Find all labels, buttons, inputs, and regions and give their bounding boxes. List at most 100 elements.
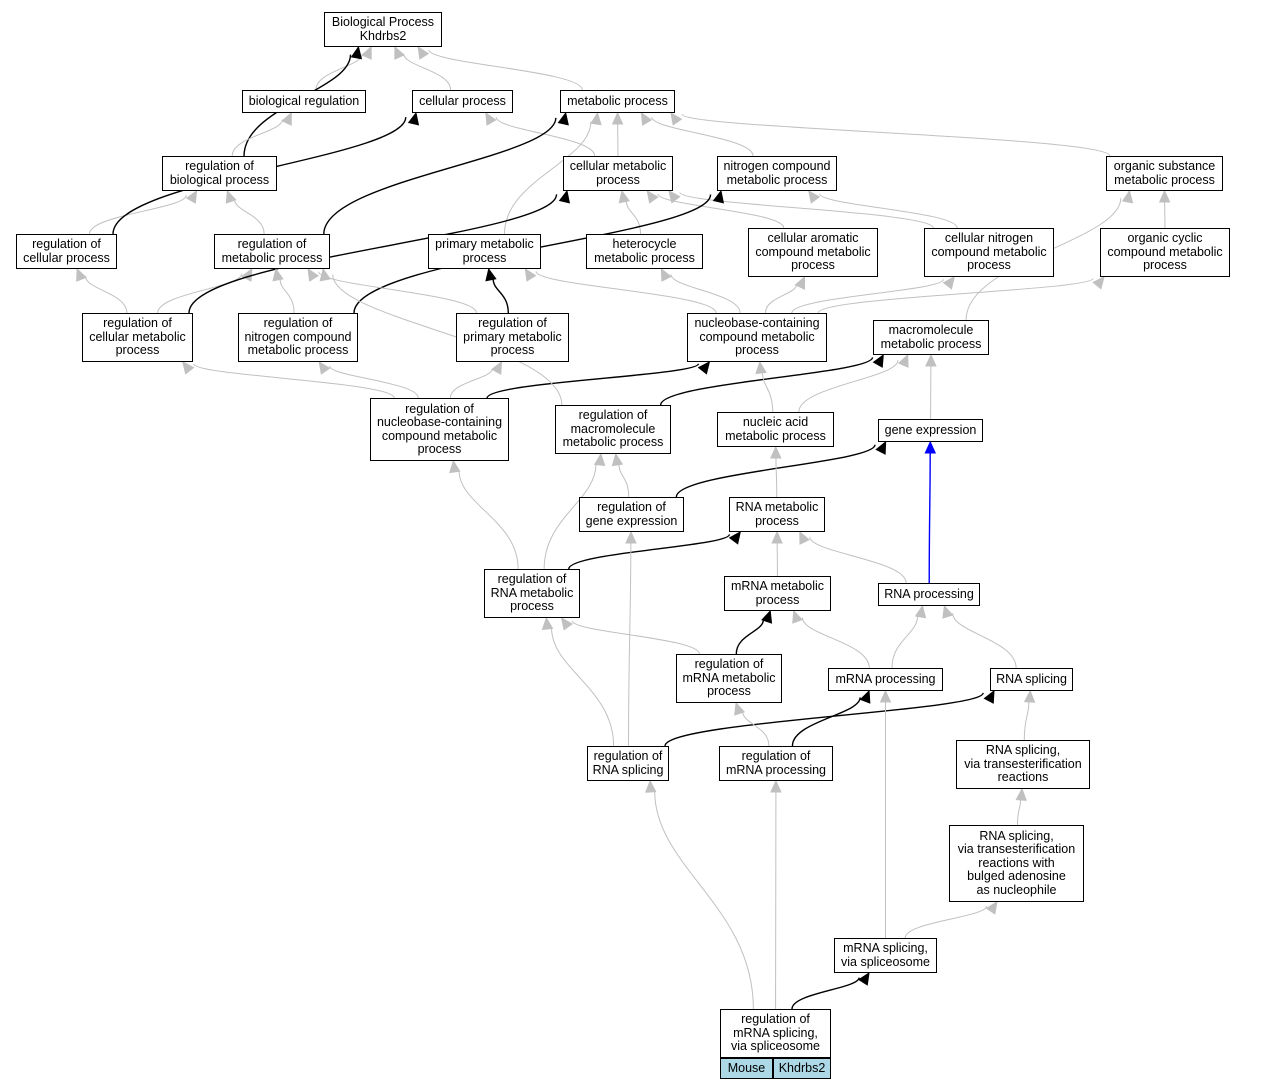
arrowhead-cellmet-to-cellproc <box>485 111 497 126</box>
go-term-line: reactions <box>997 770 1049 785</box>
go-term-line: cellular process <box>23 250 110 265</box>
edge-regrnasplic-to-regrnamet <box>551 627 615 747</box>
go-term-line: mRNA metabolic <box>682 670 776 685</box>
go-term-line: compound metabolic <box>755 244 871 259</box>
go-term-line: compound metabolic <box>931 244 1047 259</box>
arrowhead-regmrnasplic-to-mrnasplic <box>857 971 870 986</box>
arrowhead-regrnasplic-to-reggene <box>625 530 637 544</box>
arrowhead-regmet-to-regbio <box>225 189 237 204</box>
arrowhead-regnucbase-to-regprim <box>491 360 503 375</box>
go-term-mrnasplic[interactable]: mRNA splicing,via spliceosome <box>834 938 937 973</box>
arrowhead-hetero-to-cellmet <box>618 189 630 204</box>
go-term-line: biological regulation <box>248 93 360 108</box>
go-term-line: regulation of <box>741 749 811 763</box>
arrowhead-regrnasplic-to-rnasplic <box>983 689 995 704</box>
go-term-line: RNA metabolic <box>490 585 574 600</box>
go-term-cellproc[interactable]: cellular process <box>412 90 513 113</box>
go-term-line: cellular nitrogen <box>944 231 1034 246</box>
go-term-line: Khdrbs2 <box>359 28 407 43</box>
go-term-rnaproc[interactable]: RNA processing <box>878 583 980 606</box>
go-term-line: mRNA splicing, <box>843 941 928 955</box>
arrowhead-rnasplic-to-rnaproc <box>942 604 954 619</box>
go-term-line: metabolic process <box>726 172 828 187</box>
go-term-line: organic substance <box>1113 159 1216 173</box>
go-term-line: regulation of <box>103 316 172 331</box>
go-term-line: metabolic process <box>247 343 349 358</box>
go-term-line: primary metabolic <box>463 329 562 344</box>
edge-regmrnaproc-to-mrnaproc <box>791 697 861 747</box>
go-term-rnasplic[interactable]: RNA splicing <box>990 668 1073 691</box>
arrowhead-orgsub-to-metproc <box>670 112 683 126</box>
go-term-line: mRNA processing <box>725 762 827 777</box>
go-term-line: nitrogen compound <box>723 159 831 173</box>
go-term-line: RNA metabolic <box>735 500 819 514</box>
edge-cellnit-to-nitcomp <box>818 193 958 229</box>
go-term-line: heterocycle <box>612 237 677 251</box>
arrowhead-regnucbase-to-regnit <box>318 361 331 375</box>
go-term-line: RNA splicing <box>996 671 1067 686</box>
edge-nucbase-to-primmet <box>535 271 717 314</box>
go-term-line: process <box>1143 258 1187 273</box>
edge-mrnaproc-to-rnaproc <box>891 615 919 669</box>
arrowhead-regbio-to-bp <box>350 45 363 60</box>
arrowhead-regrnamet-to-regmacro <box>593 452 606 467</box>
go-term-line: biological process <box>169 172 270 187</box>
edge-rnasplic-to-rnaproc <box>952 613 1017 669</box>
edge-primmet-to-metproc <box>503 121 592 235</box>
arrowhead-primmet-to-metproc <box>590 111 602 126</box>
arrowhead-rnaproc-to-rnamet <box>799 530 810 545</box>
go-term-metproc[interactable]: metabolic process <box>560 90 675 113</box>
go-term-geneexp[interactable]: gene expression <box>878 419 983 442</box>
go-term-line: metabolic process <box>221 250 323 265</box>
go-term-line: regulation of <box>741 1012 810 1027</box>
edge-regrnasplic-to-reggene <box>628 542 632 747</box>
go-term-line: process <box>462 250 507 265</box>
edge-regmet-to-metproc <box>323 117 557 235</box>
arrowhead-rnamet-to-nucacid <box>770 445 782 459</box>
go-term-line: reactions with <box>978 855 1055 870</box>
go-term-mrnaproc[interactable]: mRNA processing <box>828 668 943 691</box>
go-term-line: process <box>755 592 800 607</box>
edge-regcell-to-regbio <box>88 194 187 235</box>
go-term-bioreg[interactable]: biological regulation <box>242 90 366 113</box>
arrowhead-regnit-to-regmet <box>272 267 284 282</box>
arrowhead-regcellmet-to-regmet <box>241 267 253 282</box>
arrowhead-regcellmet-to-cellmet <box>558 189 571 204</box>
arrowhead-regrnasplic-to-regrnamet <box>541 616 554 631</box>
edge-rnaproc-to-rnamet <box>809 536 907 584</box>
go-term-line: bulged adenosine <box>967 869 1066 884</box>
arrowhead-regprim-to-regmet <box>307 267 320 282</box>
arrowhead-nucacid-to-nucbase <box>755 360 767 375</box>
